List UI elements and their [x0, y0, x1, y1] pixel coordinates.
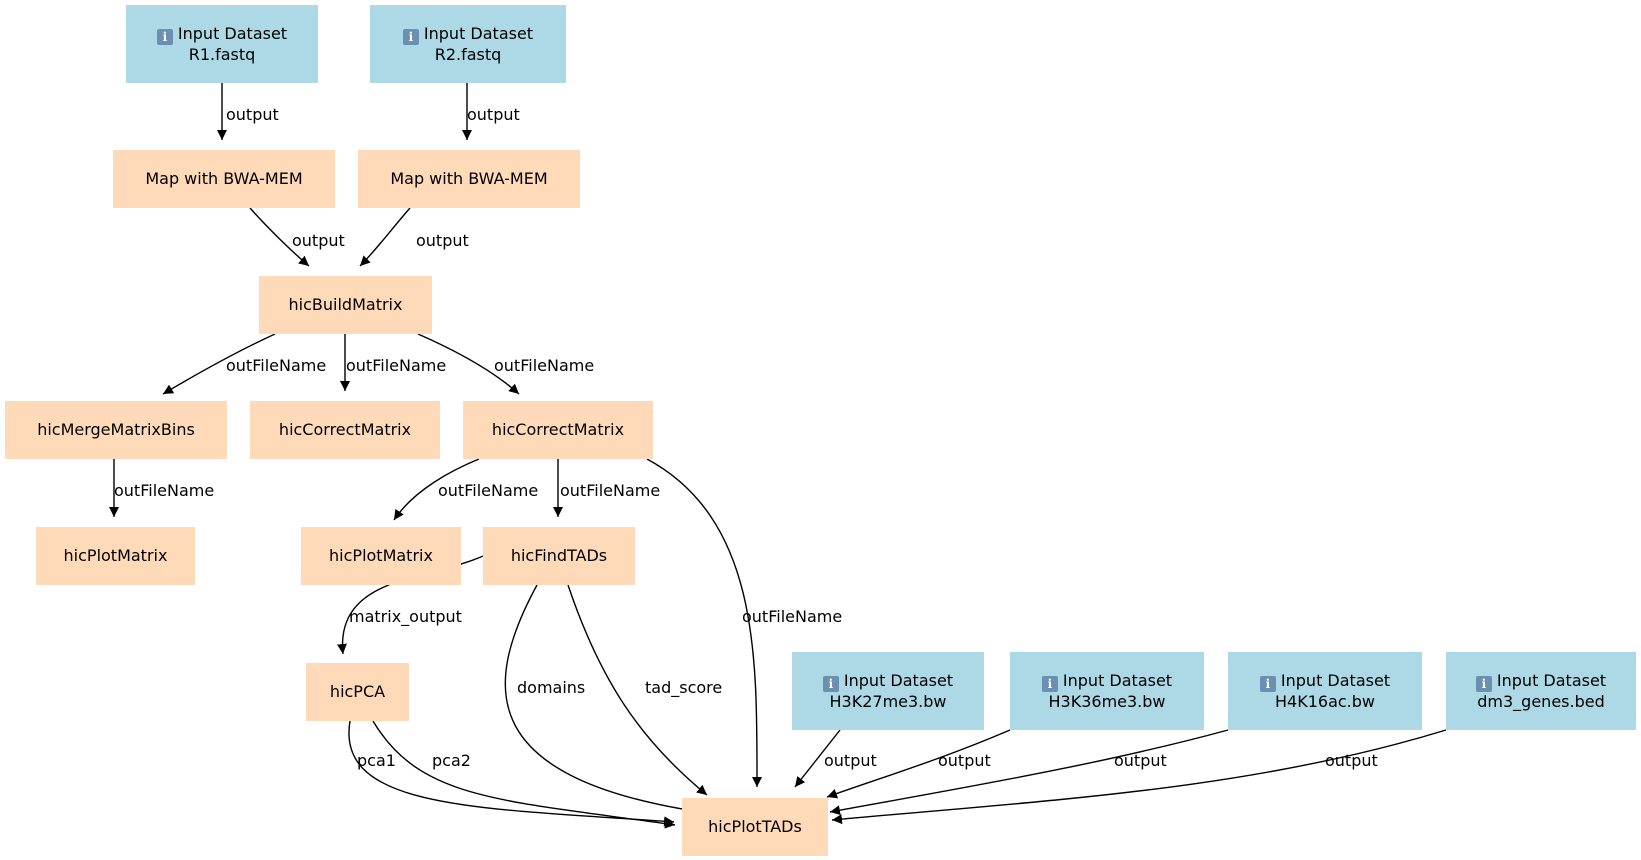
tool-node-correct2[interactable]: hicCorrectMatrix — [463, 401, 653, 459]
node-label: R1.fastq — [188, 44, 256, 64]
edge-findtads-to-plottads — [504, 584, 708, 817]
node-header-text: Input Dataset — [1496, 670, 1607, 690]
node-label: hicPCA — [329, 682, 386, 701]
tool-node-plot1[interactable]: hicPlotMatrix — [36, 527, 195, 585]
edge-label: domains — [517, 678, 586, 697]
edge-label: outFileName — [494, 356, 595, 375]
info-icon: i — [402, 28, 419, 45]
edge-findtads-to-plottads — [567, 584, 708, 796]
node-label: hicBuildMatrix — [288, 295, 403, 314]
node-label: H3K36me3.bw — [1048, 691, 1166, 711]
edge-label: outFileName — [438, 481, 539, 500]
edge-bwa2-to-build — [359, 207, 411, 267]
edge-label: output — [1114, 751, 1167, 770]
edge-label: output — [467, 105, 520, 124]
info-icon: i — [1475, 675, 1492, 692]
node-header-text: Input Dataset — [423, 23, 534, 43]
edge-in_h4k16-to-plottads — [829, 729, 1229, 816]
info-icon: i — [822, 675, 839, 692]
node-label: hicCorrectMatrix — [491, 420, 625, 439]
edge-label: output — [1325, 751, 1378, 770]
edge-label: pca2 — [432, 751, 471, 770]
info-icon: i — [1041, 675, 1058, 692]
edge-label: output — [416, 231, 469, 250]
node-label: Map with BWA-MEM — [390, 169, 548, 188]
tool-node-merge[interactable]: hicMergeMatrixBins — [5, 401, 227, 459]
edge-label: output — [226, 105, 279, 124]
edge-correct2-to-plot2 — [393, 458, 480, 521]
edge-label: tad_score — [645, 678, 723, 697]
tool-node-pca[interactable]: hicPCA — [306, 663, 409, 721]
tool-node-build[interactable]: hicBuildMatrix — [259, 276, 432, 334]
node-label: H4K16ac.bw — [1275, 691, 1375, 711]
edge-pca-to-plottads — [372, 720, 676, 829]
edge-label: outFileName — [560, 481, 661, 500]
node-header-text: Input Dataset — [843, 670, 954, 690]
edge-build-to-correct2 — [417, 333, 520, 395]
edge-bwa1-to-build — [249, 207, 310, 267]
edge-label: matrix_output — [349, 607, 462, 626]
info-icon: i — [156, 28, 173, 45]
edge-label: output — [824, 751, 877, 770]
edge-label: outFileName — [346, 356, 447, 375]
edge-in_h3k27-to-plottads — [794, 729, 841, 788]
edge-build-to-merge — [162, 333, 276, 395]
tool-node-bwa2[interactable]: Map with BWA-MEM — [358, 150, 580, 208]
edge-pca-to-plottads — [348, 720, 675, 827]
tool-node-bwa1[interactable]: Map with BWA-MEM — [113, 150, 335, 208]
edge-in_dm3-to-plottads — [831, 729, 1447, 825]
edge-in_h3k36-to-plottads — [826, 729, 1011, 799]
node-label: hicPlotTADs — [708, 817, 802, 836]
tool-node-correct1[interactable]: hicCorrectMatrix — [250, 401, 440, 459]
node-label: hicMergeMatrixBins — [37, 420, 195, 439]
node-label: hicPlotMatrix — [63, 546, 168, 565]
tool-node-findtads[interactable]: hicFindTADs — [483, 527, 635, 585]
tool-node-plot2[interactable]: hicPlotMatrix — [301, 527, 461, 585]
node-header-text: Input Dataset — [177, 23, 288, 43]
node-label: R2.fastq — [434, 44, 502, 64]
node-label: dm3_genes.bed — [1477, 691, 1605, 711]
node-header-text: Input Dataset — [1280, 670, 1391, 690]
node-label: Map with BWA-MEM — [145, 169, 303, 188]
edge-label: output — [292, 231, 345, 250]
edge-correct2-to-plottads — [646, 458, 763, 788]
node-label: hicPlotMatrix — [329, 546, 433, 565]
edge-label: output — [938, 751, 991, 770]
node-label: hicCorrectMatrix — [278, 420, 412, 439]
node-label: hicFindTADs — [510, 546, 608, 565]
edge-label: outFileName — [114, 481, 215, 500]
edge-label: outFileName — [742, 607, 843, 626]
info-icon: i — [1259, 675, 1276, 692]
tool-node-plottads[interactable]: hicPlotTADs — [682, 798, 828, 856]
edge-label: outFileName — [226, 356, 327, 375]
edge-label: pca1 — [357, 751, 396, 770]
node-header-text: Input Dataset — [1062, 670, 1173, 690]
node-label: H3K27me3.bw — [829, 691, 947, 711]
